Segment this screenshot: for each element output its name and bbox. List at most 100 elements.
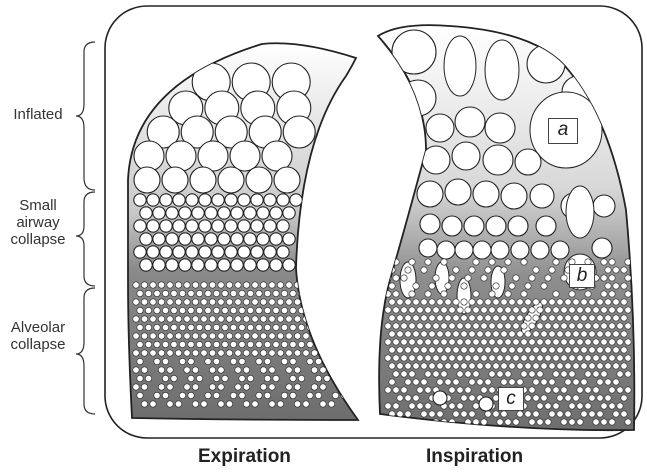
alveolus-collapsed bbox=[505, 259, 511, 265]
alveolus-collapsed bbox=[565, 363, 571, 369]
alveolus-collapsed bbox=[625, 387, 631, 393]
alveolus-small bbox=[437, 241, 455, 259]
alveolus-collapsed bbox=[569, 307, 575, 313]
alveolus-inflated bbox=[230, 141, 260, 171]
alveolus-collapsed bbox=[141, 333, 147, 339]
alveolus-collapsed bbox=[445, 283, 451, 289]
alveolus-small bbox=[199, 194, 211, 206]
alveolus-collapsed bbox=[429, 347, 435, 353]
alveolus-small bbox=[473, 241, 491, 259]
alveolus-collapsed bbox=[485, 331, 491, 337]
alveolus-collapsed bbox=[461, 395, 467, 401]
alveolus-small bbox=[592, 238, 612, 258]
alveolus-collapsed bbox=[405, 379, 411, 385]
alveolus-collapsed bbox=[405, 363, 411, 369]
alveolus-collapsed bbox=[226, 282, 232, 288]
alveolus-small bbox=[464, 216, 484, 236]
alveolus-collapsed bbox=[269, 384, 275, 390]
alveolus-small bbox=[160, 220, 172, 232]
alveolus-collapsed bbox=[137, 358, 143, 364]
alveolus-collapsed bbox=[621, 411, 627, 417]
alveolus-collapsed bbox=[469, 315, 475, 321]
alveolus-inflated bbox=[283, 116, 315, 148]
alveolus-collapsed bbox=[481, 387, 487, 393]
alveolus-collapsed bbox=[235, 384, 241, 390]
alveolus-collapsed bbox=[226, 401, 232, 407]
alveolus-collapsed bbox=[158, 316, 164, 322]
alveolus-collapsed bbox=[549, 299, 555, 305]
alveolus-collapsed bbox=[557, 299, 563, 305]
alveolus-collapsed bbox=[196, 341, 202, 347]
alveolus-collapsed bbox=[573, 299, 579, 305]
alveolus-collapsed bbox=[421, 267, 427, 273]
alveolus-collapsed bbox=[175, 350, 181, 356]
alveolus-collapsed bbox=[393, 339, 399, 345]
alveolus-collapsed bbox=[617, 403, 623, 409]
alveolus-collapsed bbox=[252, 316, 258, 322]
alveolus-collapsed bbox=[315, 392, 321, 398]
alveolus-collapsed bbox=[553, 355, 559, 361]
alveolus-collapsed bbox=[230, 341, 236, 347]
alveolus-collapsed bbox=[489, 371, 495, 377]
alveolus-collapsed bbox=[501, 299, 507, 305]
alveolus-collapsed bbox=[461, 331, 467, 337]
alveolus-collapsed bbox=[489, 387, 495, 393]
alveolus-collapsed bbox=[545, 339, 551, 345]
alveolus-collapsed bbox=[179, 341, 185, 347]
alveolus-collapsed bbox=[243, 401, 249, 407]
alveolus-collapsed bbox=[453, 299, 459, 305]
alveolus-collapsed bbox=[201, 282, 207, 288]
alveolus-collapsed bbox=[201, 350, 207, 356]
alveolus-small bbox=[511, 241, 529, 259]
alveolus-small bbox=[179, 259, 191, 271]
alveolus-collapsed bbox=[505, 307, 511, 313]
alveolus-collapsed bbox=[179, 392, 185, 398]
alveolus-collapsed bbox=[605, 267, 611, 273]
alveolus-collapsed bbox=[541, 299, 547, 305]
alveolus-collapsed bbox=[549, 331, 555, 337]
alveolus-collapsed bbox=[609, 387, 615, 393]
alveolus-collapsed bbox=[557, 411, 563, 417]
alveolus-collapsed bbox=[235, 282, 241, 288]
alveolus-collapsed bbox=[457, 323, 463, 329]
alveolus-collapsed bbox=[525, 411, 531, 417]
alveolus-collapsed bbox=[513, 323, 519, 329]
alveolus-collapsed bbox=[537, 355, 543, 361]
alveolus-collapsed bbox=[469, 363, 475, 369]
alveolus-collapsed bbox=[525, 299, 531, 305]
alveolus-collapsed bbox=[533, 347, 539, 353]
alveolus-small bbox=[166, 207, 178, 219]
alveolus-collapsed bbox=[269, 299, 275, 305]
alveolus-inflated bbox=[190, 167, 216, 193]
alveolus-collapsed bbox=[303, 299, 309, 305]
alveolus-collapsed bbox=[256, 307, 262, 313]
alveolus-collapsed bbox=[137, 375, 143, 381]
alveolus-collapsed bbox=[577, 355, 583, 361]
alveolus-collapsed bbox=[141, 367, 147, 373]
alveolus-collapsed bbox=[158, 282, 164, 288]
alveolus-collapsed bbox=[433, 323, 439, 329]
alveolus-collapsed bbox=[150, 316, 156, 322]
alveolus-collapsed bbox=[589, 347, 595, 353]
alveolus-collapsed bbox=[213, 341, 219, 347]
alveolus-collapsed bbox=[150, 333, 156, 339]
alveolus-small bbox=[442, 216, 462, 236]
alveolus-collapsed bbox=[469, 379, 475, 385]
alveolus-collapsed bbox=[477, 363, 483, 369]
alveolus-collapsed bbox=[145, 307, 151, 313]
alveolus-collapsed bbox=[429, 331, 435, 337]
alveolus-collapsed bbox=[218, 282, 224, 288]
alveolus-collapsed bbox=[597, 299, 603, 305]
alveolus-collapsed bbox=[565, 411, 571, 417]
alveolus-collapsed bbox=[324, 375, 330, 381]
alveolus-collapsed bbox=[393, 371, 399, 377]
alveolus-collapsed bbox=[413, 331, 419, 337]
alveolus-collapsed bbox=[141, 401, 147, 407]
alveolus-collapsed bbox=[437, 347, 443, 353]
alveolus-collapsed bbox=[171, 341, 177, 347]
alveolus-collapsed bbox=[145, 324, 151, 330]
alveolus-collapsed bbox=[473, 339, 479, 345]
alveolus-collapsed bbox=[201, 299, 207, 305]
alveolus-collapsed bbox=[585, 387, 591, 393]
alveolus-collapsed bbox=[290, 324, 296, 330]
